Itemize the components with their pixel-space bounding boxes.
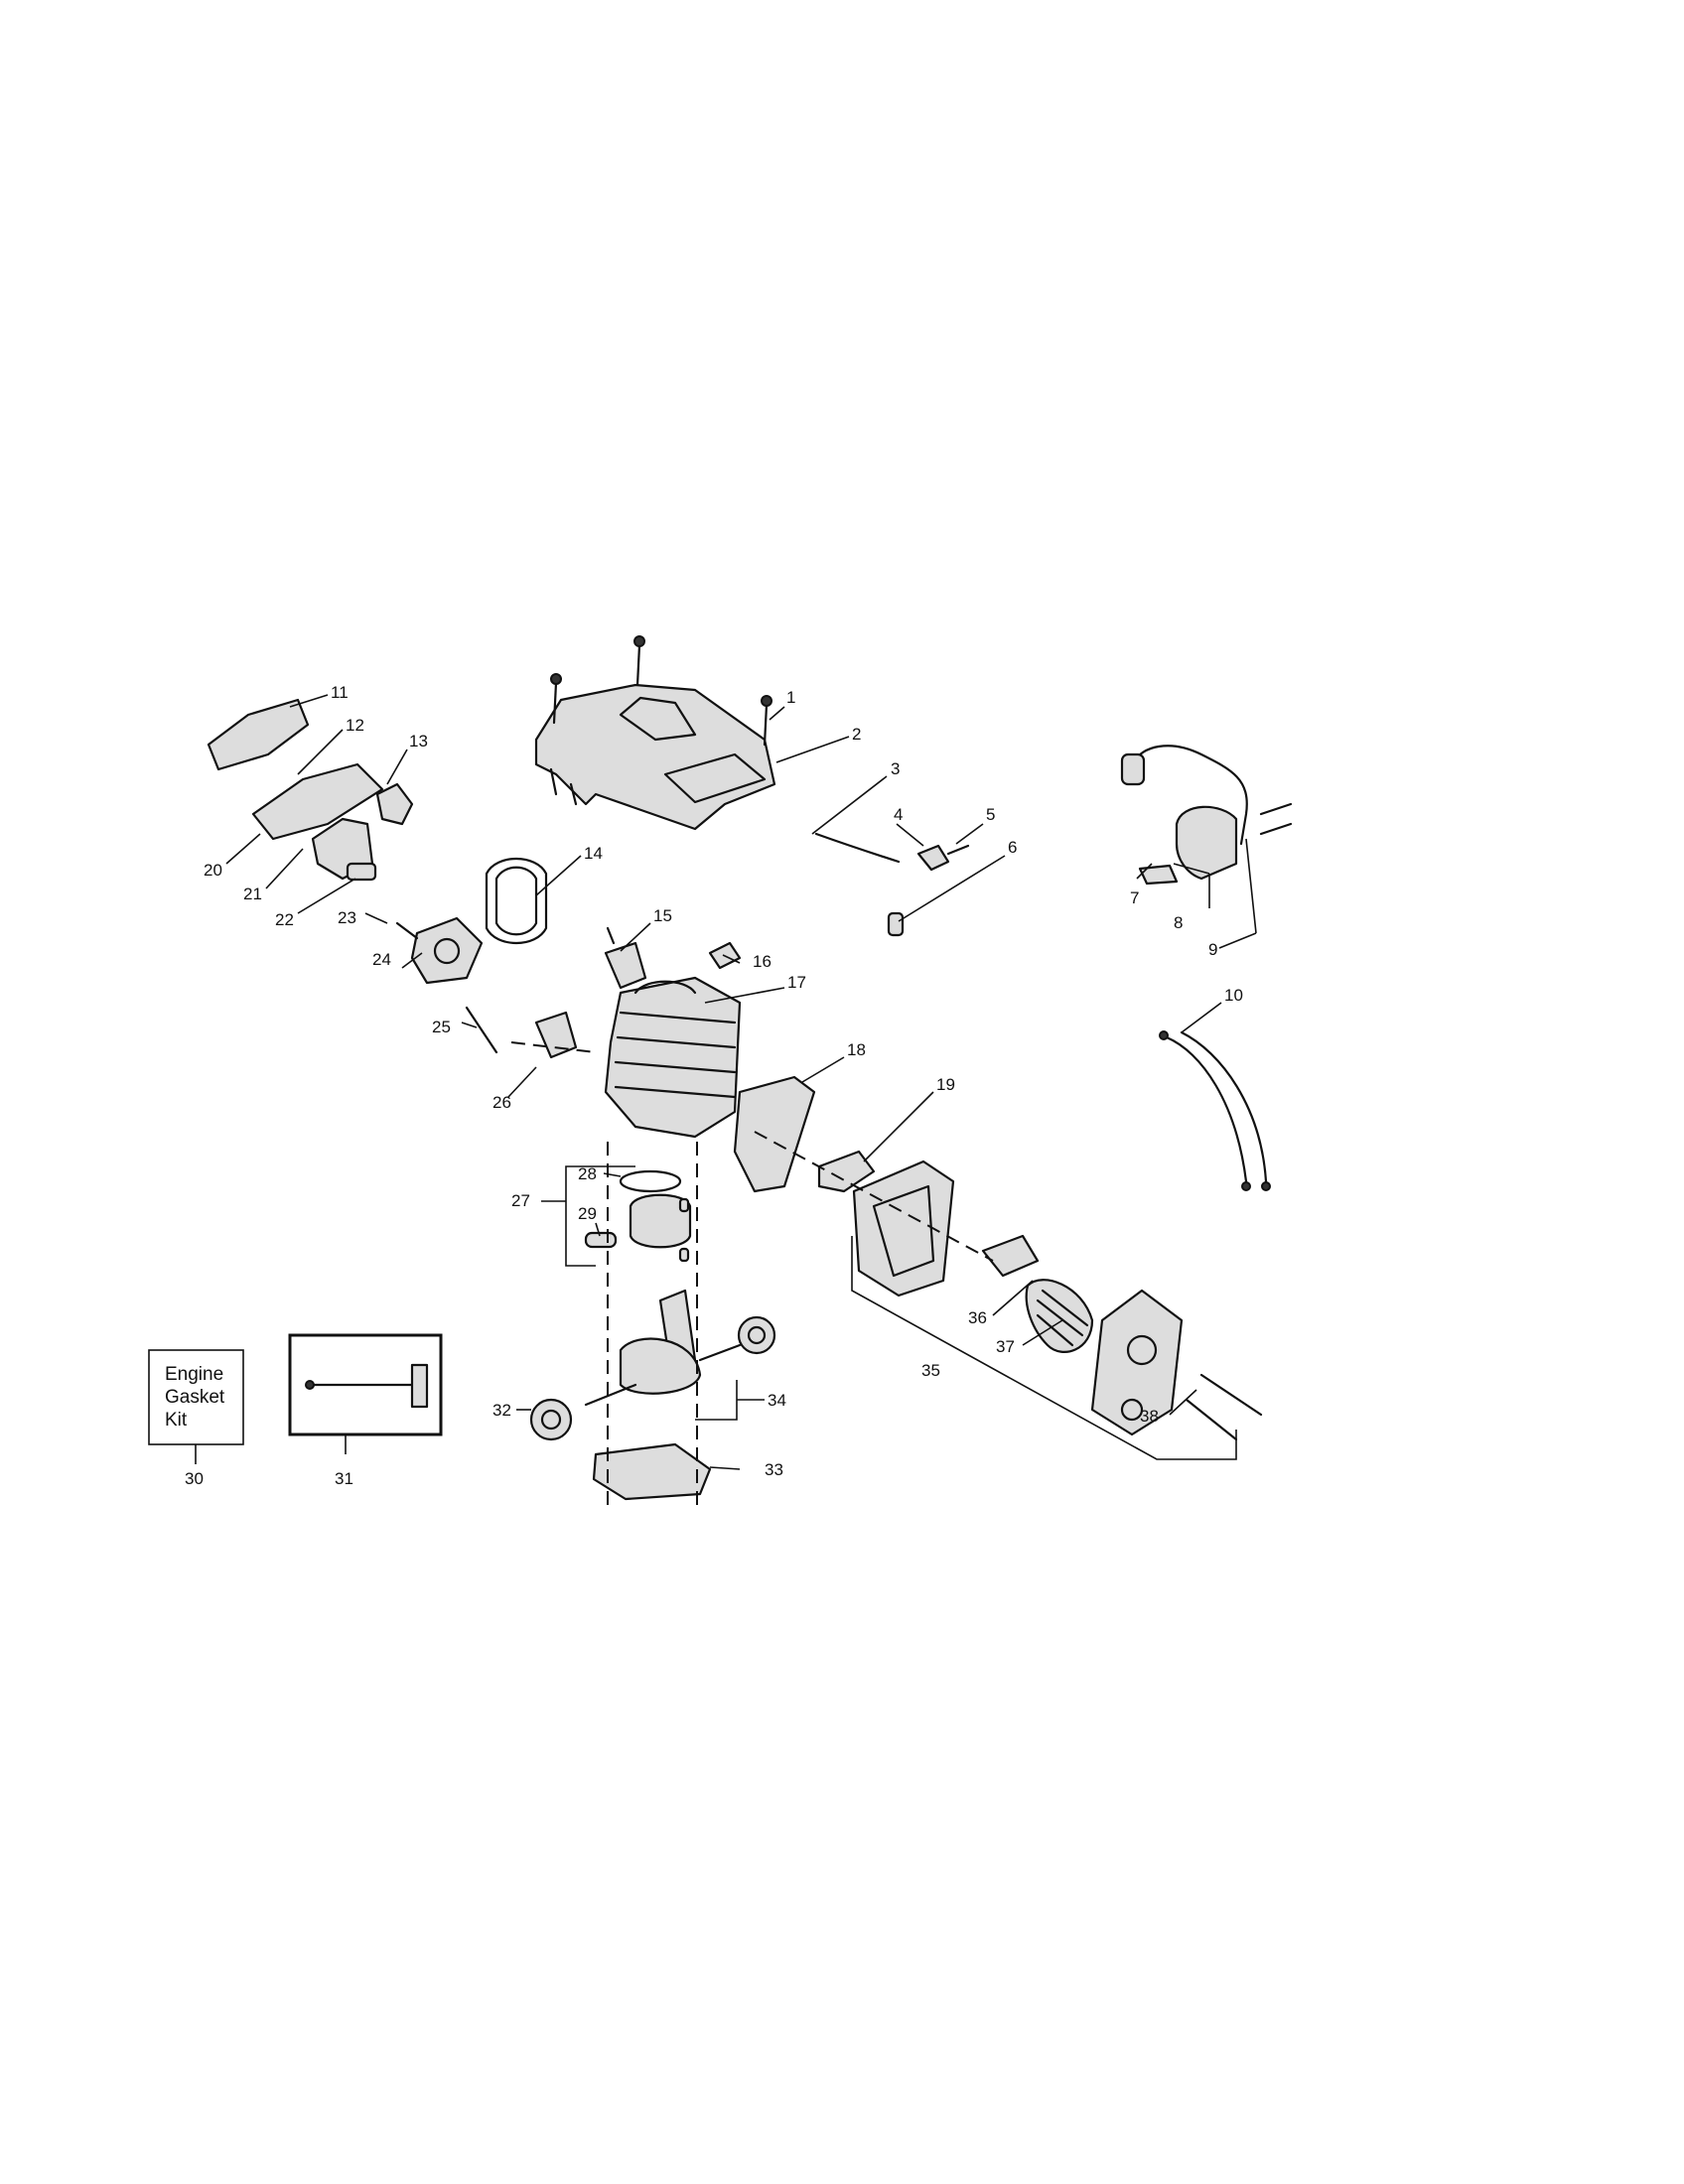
- callout-leaders: [225, 694, 1257, 1470]
- callout-35: 35: [921, 1361, 940, 1380]
- callout-5: 5: [986, 805, 995, 824]
- callout-18: 18: [847, 1040, 866, 1059]
- piston-assembly: [584, 1169, 692, 1263]
- callout-31: 31: [335, 1469, 353, 1488]
- callout-13: 13: [409, 732, 428, 751]
- callout-2: 2: [852, 725, 861, 744]
- crankshaft-assembly: [529, 1289, 776, 1501]
- fuel-line-parts: [814, 832, 970, 937]
- callout-12: 12: [346, 716, 364, 735]
- gasket-kit-label-line3: Kit: [165, 1410, 188, 1431]
- cylinder-cover: [534, 683, 776, 831]
- callout-25: 25: [432, 1018, 451, 1036]
- callout-34: 34: [768, 1391, 786, 1410]
- callout-21: 21: [243, 885, 262, 903]
- callout-37: 37: [996, 1337, 1015, 1356]
- muffler-assembly: [733, 1075, 1263, 1441]
- callout-6: 6: [1008, 838, 1017, 857]
- tool-kit-box: [288, 1333, 443, 1454]
- cylinder-assembly: [395, 916, 742, 1139]
- callout-7: 7: [1130, 888, 1139, 907]
- cover-screws: [550, 635, 772, 747]
- callout-1: 1: [786, 688, 795, 707]
- callout-29: 29: [578, 1204, 597, 1223]
- callout-8: 8: [1174, 913, 1183, 932]
- wire-harness: [1159, 1030, 1271, 1191]
- group-brackets: [565, 1165, 1237, 1460]
- callout-4: 4: [894, 805, 903, 824]
- gasket-kit-label-line1: Engine: [165, 1364, 223, 1385]
- callout-numbers: 1 2 3 4 5 6 7 8 9 10 11 12 13 14 15 16 1…: [185, 683, 1243, 1488]
- callout-19: 19: [936, 1075, 955, 1094]
- callout-24: 24: [372, 950, 391, 969]
- callout-28: 28: [578, 1164, 597, 1183]
- callout-3: 3: [891, 759, 900, 778]
- callout-32: 32: [492, 1401, 511, 1420]
- intake-boot: [485, 857, 548, 945]
- callout-9: 9: [1208, 940, 1217, 959]
- callout-26: 26: [492, 1093, 511, 1112]
- callout-16: 16: [753, 952, 772, 971]
- callout-23: 23: [338, 908, 356, 927]
- callout-11: 11: [331, 683, 349, 702]
- callout-14: 14: [584, 844, 603, 863]
- callout-22: 22: [275, 910, 294, 929]
- callout-20: 20: [204, 861, 222, 880]
- callout-38: 38: [1140, 1407, 1159, 1426]
- ignition-module: [1120, 745, 1293, 886]
- gasket-kit-label-line2: Gasket: [165, 1387, 225, 1408]
- callout-33: 33: [765, 1460, 783, 1479]
- callout-17: 17: [787, 973, 806, 992]
- alignment-lines: [510, 1041, 994, 1509]
- callout-10: 10: [1224, 986, 1243, 1005]
- callout-36: 36: [968, 1308, 987, 1327]
- air-filter-assembly: [207, 698, 414, 882]
- callout-30: 30: [185, 1469, 204, 1488]
- callout-15: 15: [653, 906, 672, 925]
- callout-27: 27: [511, 1191, 530, 1210]
